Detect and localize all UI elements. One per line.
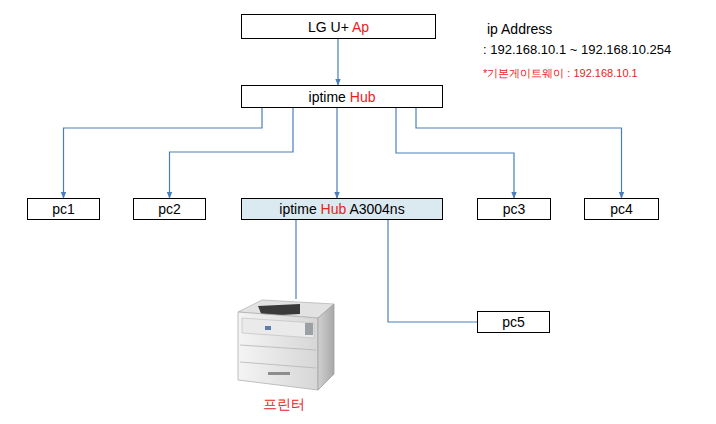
pc-box: pc5 — [477, 311, 550, 333]
pc-box: pc3 — [477, 198, 551, 220]
hub-box: iptime Hub A3004ns — [241, 198, 443, 220]
network-cable — [295, 220, 296, 299]
network-cable — [170, 108, 294, 198]
network-cable — [396, 108, 514, 198]
node-text: pc4 — [610, 201, 633, 217]
node-text: LG U+ Ap — [308, 19, 369, 35]
access-point-box: LG U+ Ap — [241, 14, 436, 39]
pc-box: pc1 — [27, 198, 100, 220]
network-cable — [388, 220, 477, 322]
network-cable — [416, 108, 622, 198]
printer-node: 프린터 — [226, 299, 342, 414]
pc-box: pc4 — [584, 198, 659, 220]
note-text: : 192.168.10.1 ~ 192.168.10.254 — [483, 42, 671, 57]
printer-drawing — [238, 300, 334, 390]
note-text: *기본게이트웨이 : 192.168.10.1 — [483, 66, 638, 81]
node-text: pc1 — [52, 201, 75, 217]
note-text: ip Address — [487, 21, 552, 37]
network-cable — [336, 108, 337, 198]
hub-box: iptime Hub — [241, 85, 443, 108]
node-text: pc5 — [502, 314, 525, 330]
node-text: pc2 — [158, 201, 181, 217]
pc-box: pc2 — [133, 198, 206, 220]
node-text: iptime Hub A3004ns — [279, 201, 404, 217]
node-text: iptime Hub — [309, 89, 376, 105]
node-text: 프린터 — [263, 396, 305, 414]
node-text: pc3 — [503, 201, 526, 217]
network-cable — [64, 108, 263, 198]
network-cable — [337, 39, 338, 85]
